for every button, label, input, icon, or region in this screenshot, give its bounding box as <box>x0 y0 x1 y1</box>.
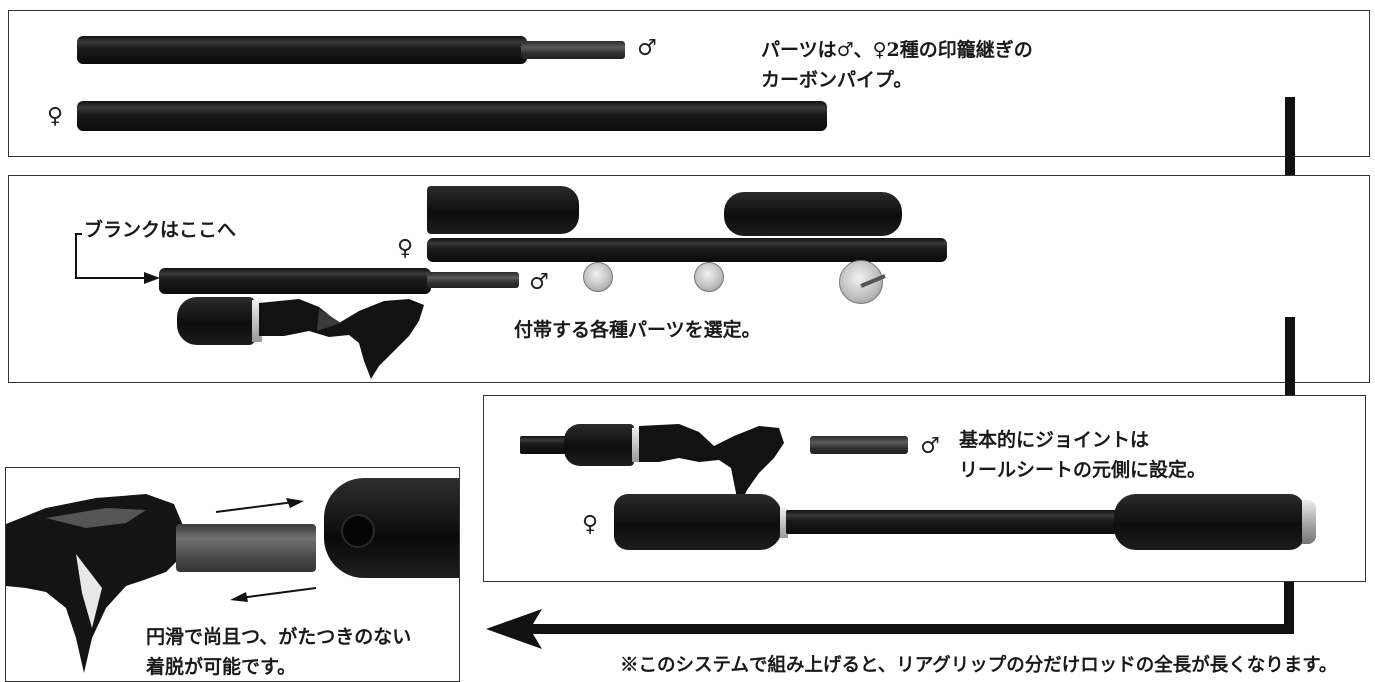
end-cap-1 <box>583 262 613 292</box>
panel-parts-selection: ブランクはここへ ♀ ♂ 付帯する各種パーツを選定。 <box>8 175 1370 383</box>
female-symbol: ♀ <box>47 104 64 129</box>
panel4-text-line2: 着脱が可能です。 <box>146 656 297 678</box>
reel-seat-body <box>259 299 424 379</box>
male-spigot-2 <box>427 272 519 288</box>
closeup-grip-bore <box>341 514 375 548</box>
rear-section-endcap <box>1302 500 1316 544</box>
rear-grip-foam <box>427 186 579 234</box>
female-pipe-2 <box>427 238 947 262</box>
rear-section-ring-1 <box>780 508 788 538</box>
female-symbol-3: ♀ <box>582 512 599 537</box>
panel-smooth-fit: 円滑で尚且つ、がたつきのない 着脱が可能です。 <box>5 467 460 682</box>
remove-arrow-icon <box>230 587 317 602</box>
panel-carbon-pipes: ♂ ♀ パーツは♂、♀2種の印籠継ぎの カーボンパイプ。 <box>8 10 1370 157</box>
panel-joint-position: ♂ 基本的にジョイントは リールシートの元側に設定。 ♀ <box>483 395 1366 582</box>
male-symbol-3: ♂ <box>920 434 940 459</box>
blank-pointer-arrow <box>75 233 160 284</box>
blank-label: ブランクはここへ <box>84 219 237 241</box>
fore-grip-foam <box>724 192 902 236</box>
rear-section-blank <box>786 510 1116 534</box>
male-spigot <box>521 41 625 59</box>
assembled-rear-grip <box>564 424 634 466</box>
assembled-reel-seat <box>639 424 784 508</box>
rear-section-grip-2 <box>1114 494 1304 550</box>
assembled-spigot <box>810 436 908 454</box>
reel-seat-rear-grip <box>177 297 255 345</box>
closeup-spigot <box>176 524 316 572</box>
panel2-caption: 付帯する各種パーツを選定。 <box>514 319 761 341</box>
male-pipe <box>77 36 527 64</box>
male-symbol: ♂ <box>637 36 657 61</box>
panel3-text-line2: リールシートの元側に設定。 <box>959 459 1207 481</box>
assembled-ring <box>632 428 640 462</box>
insert-arrow-icon <box>215 498 304 513</box>
male-symbol-2: ♂ <box>529 270 549 295</box>
male-pipe-2 <box>159 268 431 294</box>
flow-arrow-down-1-shaft <box>1285 97 1295 217</box>
reel-seat-ring <box>252 300 262 342</box>
rear-section-grip-1 <box>614 494 782 550</box>
flow-arrow-left-vertical <box>1284 582 1294 634</box>
panel4-text-line1: 円滑で尚且つ、がたつきのない <box>146 626 412 648</box>
female-symbol-2: ♀ <box>397 236 414 261</box>
panel1-text-line2: カーボンパイプ。 <box>761 69 913 91</box>
panel1-text-line1: パーツは♂、♀2種の印籠継ぎの <box>761 39 1033 61</box>
butt-cap-screw <box>860 274 886 288</box>
closeup-reel-seat <box>6 494 184 673</box>
flow-arrow-left-head <box>486 609 542 649</box>
flow-arrow-down-2-shaft <box>1285 317 1295 427</box>
female-pipe <box>77 101 827 131</box>
end-cap-2 <box>694 262 724 292</box>
footnote: ※このシステムで組み上げると、リアグリップの分だけロッドの全長が長くなります。 <box>620 655 1338 676</box>
flow-arrow-left-shaft <box>525 624 1294 634</box>
panel3-text-line1: 基本的にジョイントは <box>959 429 1150 451</box>
